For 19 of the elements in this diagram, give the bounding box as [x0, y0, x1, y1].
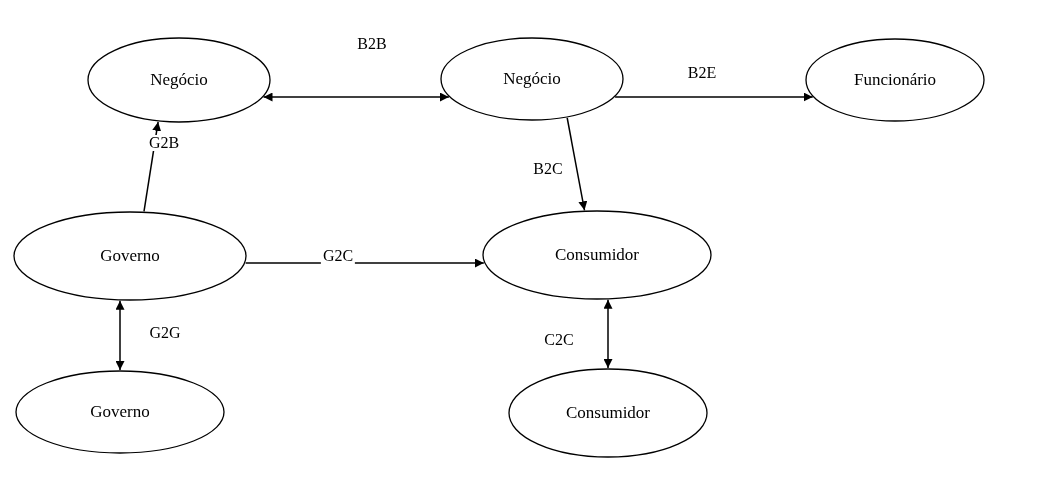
edge-label: C2C — [542, 332, 576, 348]
edge-label: B2E — [685, 65, 719, 81]
edge-label: G2B — [146, 135, 182, 151]
node-label: Negócio — [503, 68, 561, 90]
node-label: Governo — [90, 401, 150, 423]
arrow — [566, 117, 588, 212]
arrow — [614, 92, 814, 102]
edge-label: B2B — [355, 36, 389, 52]
node-label: Governo — [100, 245, 160, 267]
node-label: Consumidor — [565, 402, 651, 424]
node-label: Consumidor — [554, 244, 640, 266]
edge-label: B2C — [531, 161, 565, 177]
arrow — [603, 299, 613, 369]
edge-label: G2G — [147, 325, 183, 341]
arrow — [262, 92, 450, 102]
edge-label: G2C — [320, 248, 356, 264]
arrow — [115, 300, 125, 371]
node-label: Negócio — [150, 69, 208, 91]
node-label: Funcionário — [853, 69, 937, 91]
